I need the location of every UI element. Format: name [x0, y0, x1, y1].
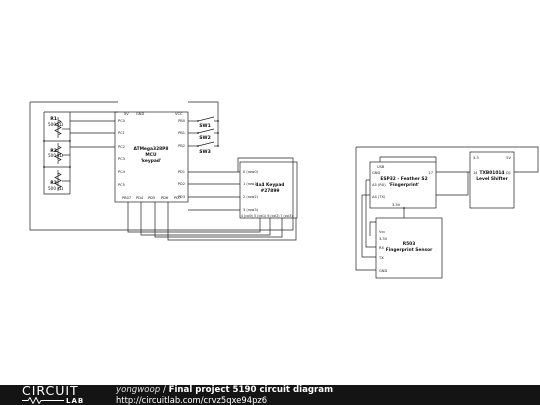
esp32-pin-usb: USB — [377, 165, 385, 169]
keypad-pin-row0: 0 (row0) — [243, 170, 259, 174]
switch-sw2 — [197, 128, 215, 134]
circuitlab-logo[interactable]: CIRCUIT LAB — [22, 383, 94, 405]
sensor-pin-vcc: Vcc — [379, 230, 385, 234]
sensor-type: Fingerprint Sensor — [386, 247, 433, 253]
keypad-block — [239, 161, 298, 219]
mcu-right-pins: PB0 PB1 PB2 PD1 PD2 PD3 — [178, 119, 186, 199]
mcu-pin-pd1: PD1 — [178, 170, 185, 174]
mcu-pin-pd6: PD6 — [161, 196, 169, 200]
mcu-block — [114, 111, 189, 203]
shifter-block — [469, 151, 515, 209]
keypad-col-pins: 4 (col0) 5 (col1) 6 (col2) 7 (col3) — [241, 214, 293, 218]
r2-value: 500 kΩ — [48, 153, 64, 158]
switch-sw3 — [197, 141, 215, 147]
esp32-pin-gnd: GND — [372, 171, 380, 175]
r3-value: 500 kΩ — [48, 186, 64, 191]
sensor-name: R503 — [403, 241, 416, 247]
sw2-ref: SW2 — [199, 135, 211, 141]
esp32-pin-rx: A5 (RX) — [372, 183, 386, 187]
circuit-url[interactable]: http://circuitlab.com/crvz5qxe94pz6 — [116, 395, 268, 405]
resistor-r2 — [54, 143, 62, 164]
shifter-type: Level Shifter — [476, 176, 508, 182]
shifter-pin-14: 14 — [473, 171, 478, 175]
mcu-pin-pc5: PC5 — [118, 183, 125, 187]
logo-text-top: CIRCUIT — [22, 383, 79, 398]
mcu-pin-pd3: PD3 — [178, 195, 185, 199]
sensor-pin-tx: TX — [378, 256, 384, 260]
keypad-pin-row1: 1 (row1) — [243, 182, 259, 186]
resistor-r1 — [54, 117, 62, 138]
mcu-name: ATMega328P8 — [134, 146, 169, 152]
circuit-title-line: yongwoop / Final project 5190 circuit di… — [116, 385, 333, 395]
mcu-pin-pd5: PD5 — [148, 196, 155, 200]
schematic-canvas[interactable]: R1 500 kΩ R2 500 kΩ R3 500 kΩ 5V GND VCC… — [0, 0, 540, 385]
esp32-alias: 'Fingerprint' — [389, 182, 420, 188]
mcu-pin-pb2: PB2 — [178, 144, 185, 148]
mcu-pin-pd4: PD4 — [136, 196, 144, 200]
mcu-pin-pd7: PD7 — [174, 196, 181, 200]
logo-wave-icon — [22, 397, 64, 404]
mcu-pin-pc1: PC1 — [118, 131, 125, 135]
schematic-svg: R1 500 kΩ R2 500 kΩ R3 500 kΩ 5V GND VCC… — [29, 101, 539, 279]
shifter-pin-d1: D1 — [506, 171, 511, 175]
mcu-pin-pc3: PC3 — [118, 157, 125, 161]
sensor-pin-3v3: 3.3V — [379, 237, 388, 241]
mcu-alias: 'keypad' — [141, 158, 162, 164]
mcu-pin-pc2: PC2 — [118, 145, 125, 149]
shifter-pin-3v3: 3.3 — [473, 156, 479, 160]
author-link[interactable]: yongwoop — [116, 385, 161, 395]
mcu-pin-pc4: PC4 — [118, 170, 126, 174]
mcu-pin-gnd: GND — [136, 112, 144, 116]
mcu-bottom-pins: PB07 PD4 PD5 PD6 PD7 — [122, 196, 181, 200]
title-separator: / — [160, 385, 169, 395]
esp32-pin-tx: A4 (TX) — [372, 195, 386, 199]
esp32-block — [369, 161, 437, 209]
esp32-pin-17: 17 — [428, 171, 433, 175]
switch-sw1 — [197, 116, 215, 122]
mcu-pin-pc0: PC0 — [118, 119, 126, 123]
resistor-r3 — [54, 170, 62, 191]
sw1-ref: SW1 — [199, 123, 211, 129]
mcu-pin-pb1: PB1 — [178, 131, 185, 135]
mcu-type: MCU — [145, 152, 157, 158]
sensor-pin-rx: RX — [379, 246, 384, 250]
esp32-name: ESP32 - Feather S2 — [380, 176, 427, 182]
circuit-info: yongwoop / Final project 5190 circuit di… — [116, 385, 333, 405]
keypad-pin-row2: 2 (row2) — [243, 195, 259, 199]
keypad-part: #27899 — [261, 188, 280, 194]
keypad-pin-row3: 3 (row3) — [243, 208, 259, 212]
sensor-block — [375, 217, 443, 279]
sw3-ref: SW3 — [199, 149, 211, 155]
mcu-left-pins: PC0 PC1 PC2 PC3 PC4 PC5 — [118, 119, 126, 187]
mcu-pin-pd2: PD2 — [178, 182, 185, 186]
ground-wire — [29, 102, 294, 231]
mcu-pin-vcc: VCC — [175, 112, 183, 116]
shifter-name: TXB01014 — [479, 170, 504, 176]
footer-bar: CIRCUIT LAB yongwoop / Final project 519… — [0, 383, 540, 405]
mcu-pin-pb0: PB0 — [178, 119, 186, 123]
logo-text-bottom: LAB — [66, 397, 85, 405]
mcu-pin-pb07: PB07 — [122, 196, 131, 200]
r2-ref: R2 — [50, 148, 57, 154]
esp32-pin-3v3: 3.3V — [392, 203, 401, 207]
shifter-pin-5v: 5V — [506, 156, 511, 160]
keypad-name: 4x4 Keypad — [256, 182, 285, 188]
r3-ref: R3 — [50, 180, 57, 186]
mcu-pin-5v: 5V — [124, 112, 129, 116]
project-title[interactable]: Final project 5190 circuit diagram — [168, 385, 334, 395]
r1-value: 500 kΩ — [48, 122, 64, 127]
r1-ref: R1 — [50, 116, 57, 122]
sensor-pin-gnd: GND — [379, 269, 387, 273]
